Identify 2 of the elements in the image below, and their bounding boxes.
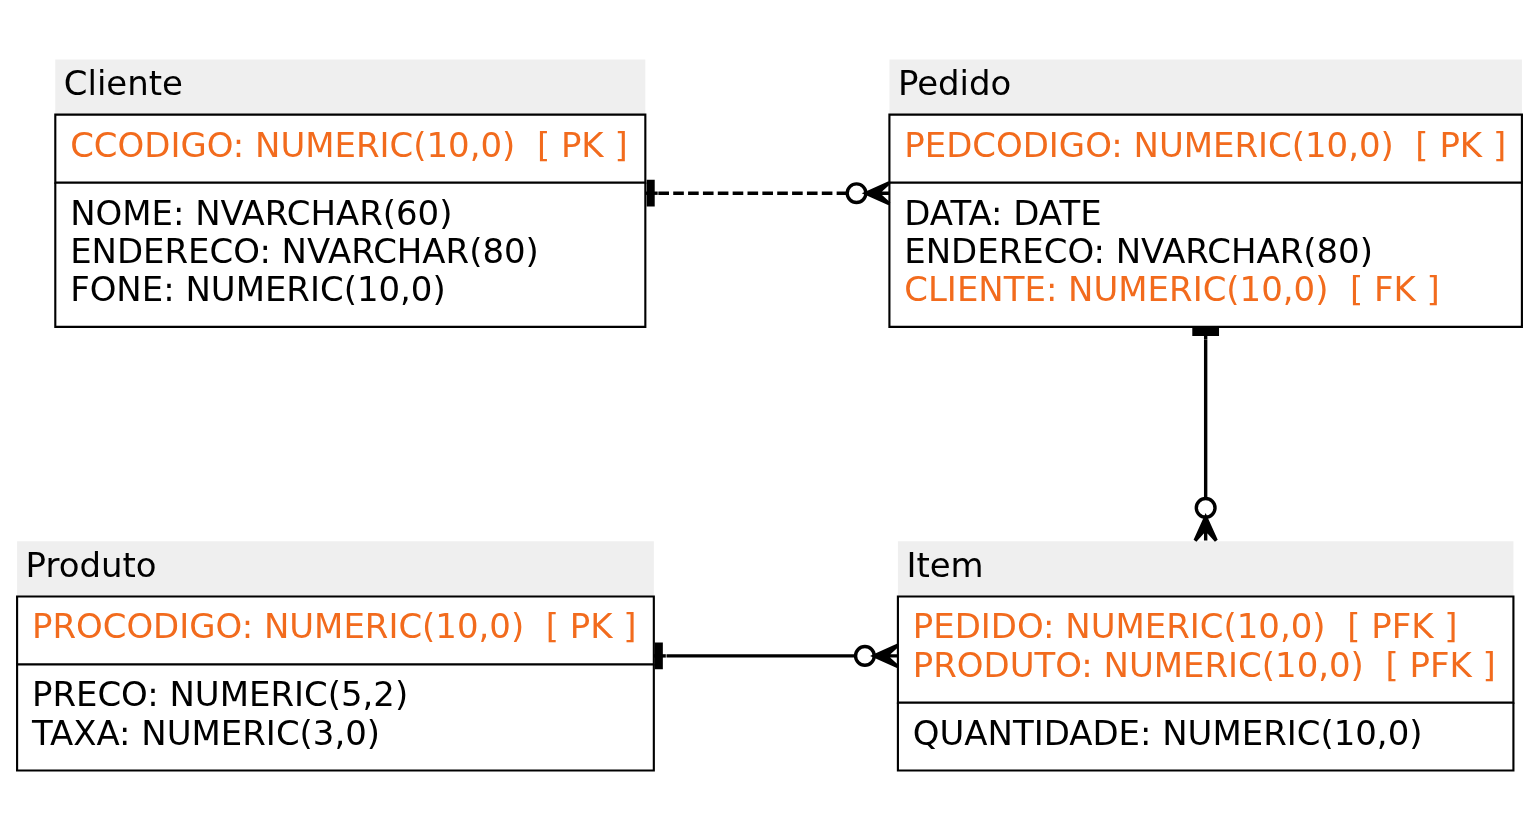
connector [1192,327,1220,543]
connector [646,179,891,207]
